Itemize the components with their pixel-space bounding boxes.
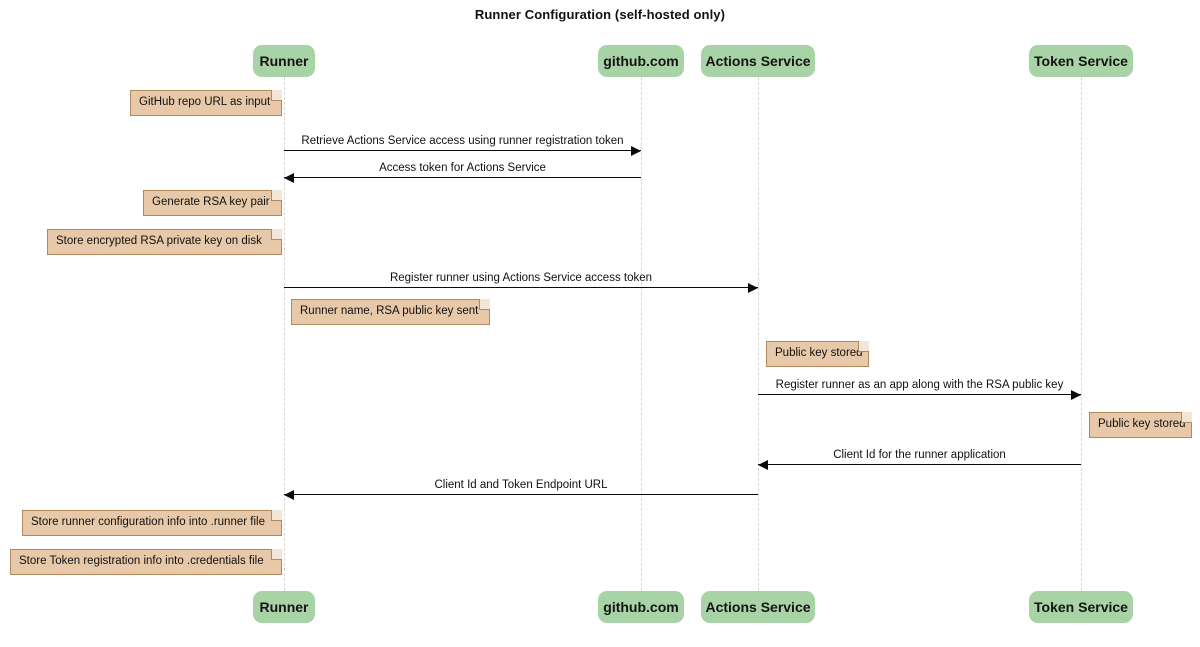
note: Store runner configuration info into .ru… (22, 510, 282, 536)
message-label: Client Id and Token Endpoint URL (434, 479, 608, 491)
note-fold-corner-icon (479, 299, 490, 310)
note-text: Runner name, RSA public key sent (300, 305, 479, 318)
note-text: Public key stored (775, 347, 863, 360)
note: Store encrypted RSA private key on disk (47, 229, 282, 255)
message-label: Access token for Actions Service (379, 162, 546, 174)
message-line (758, 394, 1081, 395)
lifeline-runner (284, 77, 285, 591)
message-arrowhead-right (1071, 389, 1081, 400)
note: Public key stored (766, 341, 869, 367)
participant-runner-bottom[interactable]: Runner (253, 591, 315, 623)
message-line (284, 177, 641, 178)
note-fold-corner-icon (271, 90, 282, 101)
message-label: Register runner as an app along with the… (775, 379, 1064, 391)
participant-label: github.com (603, 599, 679, 615)
note: Store Token registration info into .cred… (10, 549, 282, 575)
participant-actions-top[interactable]: Actions Service (701, 45, 815, 77)
note-fold-corner-icon (858, 341, 869, 352)
message-label: Retrieve Actions Service access using ru… (301, 135, 624, 147)
participant-token-bottom[interactable]: Token Service (1029, 591, 1133, 623)
participant-label: Actions Service (705, 599, 811, 615)
message-arrowhead-right (748, 282, 758, 293)
participant-label: Runner (259, 53, 309, 69)
message-arrowhead-left (284, 172, 294, 183)
participant-label: Runner (259, 599, 309, 615)
note: Generate RSA key pair (143, 190, 282, 216)
participant-label: Token Service (1034, 599, 1128, 615)
note-text: Store runner configuration info into .ru… (31, 516, 265, 529)
note-fold-corner-icon (271, 510, 282, 521)
participant-github-top[interactable]: github.com (598, 45, 684, 77)
message-line (284, 287, 758, 288)
message-line (284, 494, 758, 495)
note-text: GitHub repo URL as input (139, 96, 271, 109)
message-arrowhead-right (631, 145, 641, 156)
lifeline-actions (758, 77, 759, 591)
note-fold-corner-icon (271, 190, 282, 201)
participant-token-top[interactable]: Token Service (1029, 45, 1133, 77)
note-fold-corner-icon (1181, 412, 1192, 423)
participant-github-bottom[interactable]: github.com (598, 591, 684, 623)
lifeline-github (641, 77, 642, 591)
note-fold-corner-icon (271, 229, 282, 240)
note: GitHub repo URL as input (130, 90, 282, 116)
message-arrowhead-left (284, 489, 294, 500)
note-text: Store Token registration info into .cred… (19, 555, 264, 568)
note-text: Generate RSA key pair (152, 196, 270, 209)
message-line (758, 464, 1081, 465)
note-text: Store encrypted RSA private key on disk (56, 235, 262, 248)
message-arrowhead-left (758, 459, 768, 470)
message-label: Register runner using Actions Service ac… (389, 272, 653, 284)
participant-label: Token Service (1034, 53, 1128, 69)
message-label: Client Id for the runner application (833, 449, 1006, 461)
note-text: Public key stored (1098, 418, 1186, 431)
note-fold-corner-icon (271, 549, 282, 560)
participant-runner-top[interactable]: Runner (253, 45, 315, 77)
page-title: Runner Configuration (self-hosted only) (474, 7, 726, 22)
participant-label: Actions Service (705, 53, 811, 69)
lifeline-token (1081, 77, 1082, 591)
note: Runner name, RSA public key sent (291, 299, 490, 325)
message-line (284, 150, 641, 151)
participant-actions-bottom[interactable]: Actions Service (701, 591, 815, 623)
participant-label: github.com (603, 53, 679, 69)
note: Public key stored (1089, 412, 1192, 438)
